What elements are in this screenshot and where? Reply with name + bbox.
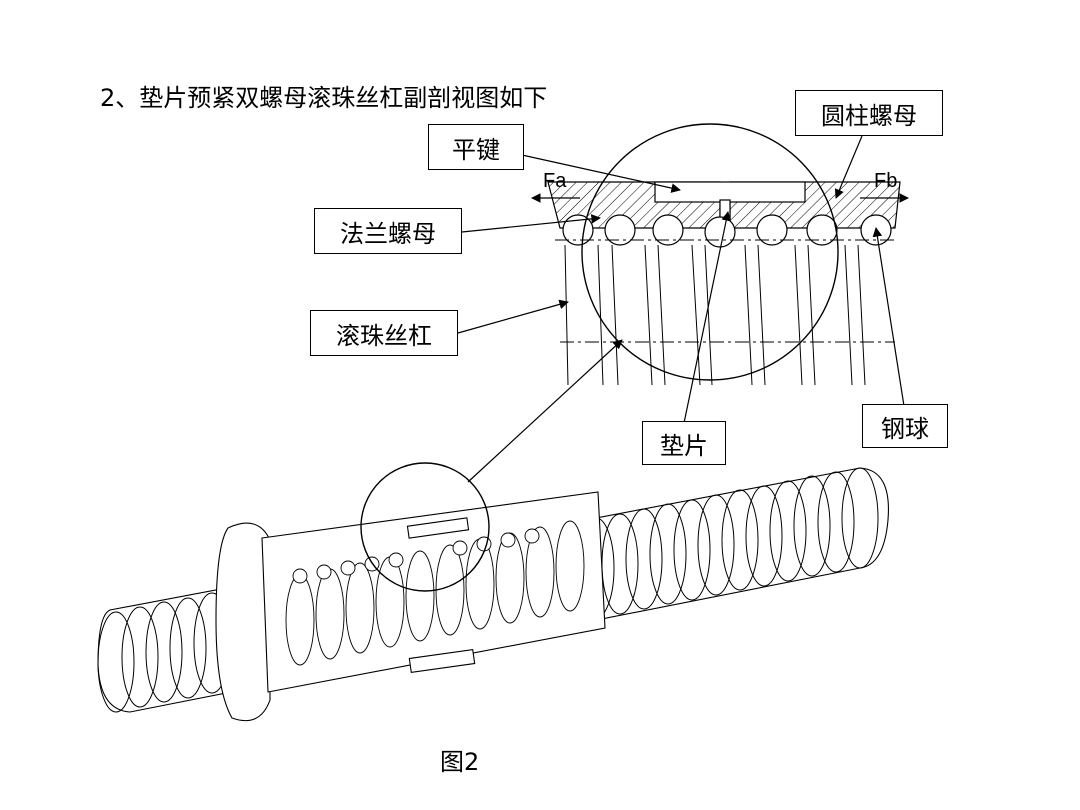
- label-shim: 垫片: [642, 421, 726, 465]
- zoom-circle: [360, 462, 490, 592]
- flat-key-section: [654, 181, 806, 203]
- flange-nut-body: [215, 522, 271, 722]
- ball-screw-assembly: [97, 462, 889, 722]
- assembly-bottom-key: [408, 648, 476, 674]
- section-view: [547, 123, 901, 386]
- figure-caption: 图2: [440, 748, 480, 776]
- leader-cylindrical-nut: [834, 135, 863, 199]
- leader-shim: [683, 211, 731, 424]
- leader-steel-ball: [872, 227, 905, 407]
- screw-threads: [564, 244, 866, 386]
- label-steel-ball: 钢球: [862, 404, 948, 448]
- force-fb-label: Fb: [874, 170, 898, 192]
- detail-circle: [581, 123, 839, 381]
- assembly-key: [406, 517, 470, 539]
- label-cylindrical-nut: 圆柱螺母: [795, 90, 943, 136]
- force-fa-label: Fa: [543, 170, 567, 192]
- page-heading: 2、垫片预紧双螺母滚珠丝杠副剖视图如下: [100, 84, 548, 112]
- label-ball-screw: 滚珠丝杠: [310, 310, 458, 356]
- leader-zoom: [467, 339, 623, 483]
- steel-balls: [562, 214, 892, 248]
- leader-flat-key: [521, 154, 681, 193]
- label-flat-key: 平键: [428, 124, 524, 170]
- leader-flange-nut: [461, 214, 601, 233]
- label-flange-nut: 法兰螺母: [314, 208, 462, 254]
- leader-ball-screw: [457, 299, 569, 334]
